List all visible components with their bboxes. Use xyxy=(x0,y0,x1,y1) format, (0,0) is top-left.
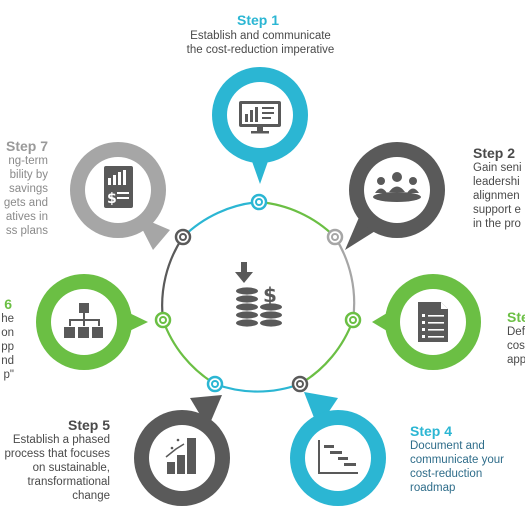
step6-line: he xyxy=(1,313,14,325)
step7-line: savings xyxy=(9,183,48,195)
step4-line: roadmap xyxy=(410,482,456,494)
step6-line: on xyxy=(1,327,14,339)
step7-line: atives in xyxy=(5,211,48,223)
monitor-chart-icon xyxy=(239,101,281,134)
step4-line: Document and xyxy=(410,440,485,452)
step5-title: Step 5 xyxy=(67,417,110,433)
step3-line: app xyxy=(507,354,525,366)
step2-title: Step 2 xyxy=(473,145,516,161)
step7-bubble: $ xyxy=(70,142,170,250)
svg-text:$: $ xyxy=(107,191,117,207)
step4-title: Step 4 xyxy=(410,423,453,439)
step1-line: Establish and communicate xyxy=(190,30,331,42)
step2-line: Gain seni xyxy=(473,162,522,174)
step4-line: communicate your xyxy=(410,454,504,466)
budget-report-icon: $ xyxy=(104,166,133,208)
org-chart-icon xyxy=(64,303,103,338)
meeting-group-icon xyxy=(373,172,421,202)
gantt-chart-icon xyxy=(318,440,358,474)
step3-line: Def xyxy=(507,326,525,338)
step1-line: the cost-reduction imperative xyxy=(186,44,335,56)
coins-dollar-icon: $ xyxy=(235,262,282,327)
step6-line: p" xyxy=(3,369,14,381)
step6-title: 6 xyxy=(4,296,12,312)
step5-description: Establish a phased process that focuses … xyxy=(0,433,110,503)
step5-line: change xyxy=(72,490,110,502)
svg-text:$: $ xyxy=(263,283,277,307)
cycle-ring xyxy=(161,200,356,393)
step4-bubble xyxy=(290,392,386,506)
step6-line: nd xyxy=(1,355,14,367)
step5-bubble xyxy=(134,395,230,506)
rising-bar-chart-icon xyxy=(165,438,196,474)
step5-line: transformational xyxy=(27,476,110,488)
step3-line: cos xyxy=(507,340,525,352)
step3-title: Ste xyxy=(507,309,525,325)
step4-line: cost-reduction xyxy=(410,468,483,480)
step6-description: he on pp nd p" xyxy=(0,312,14,382)
step5-line: Establish a phased xyxy=(12,434,110,446)
step7-line: gets and xyxy=(3,197,48,209)
step2-line: in the pro xyxy=(473,218,521,230)
step2-description: Gain seni leadershi alignmen support e i… xyxy=(473,161,522,231)
step6-line: pp xyxy=(1,341,14,353)
step4-description: Document and communicate your cost-reduc… xyxy=(410,439,504,495)
step1-description: Establish and communicate the cost-reduc… xyxy=(168,29,353,57)
step7-line: ss plans xyxy=(5,225,48,237)
step2-line: support e xyxy=(473,204,521,216)
step5-line: on sustainable, xyxy=(32,462,110,474)
step7-line: bility by xyxy=(9,169,48,181)
step7-line: ng-term xyxy=(8,155,48,167)
step7-description: ng-term bility by savings gets and ative… xyxy=(0,154,48,238)
step6-bubble xyxy=(36,274,148,370)
step7-title: Step 7 xyxy=(5,138,48,154)
step2-bubble xyxy=(345,142,445,250)
step2-line: alignmen xyxy=(473,190,520,202)
step3-bubble xyxy=(372,274,481,370)
step5-line: process that focuses xyxy=(4,448,110,460)
checklist-document-icon xyxy=(418,302,448,342)
step1-title: Step 1 xyxy=(237,12,280,28)
step1-bubble xyxy=(212,67,308,184)
step2-line: leadershi xyxy=(473,176,520,188)
step3-description: Def cos app xyxy=(507,325,525,367)
